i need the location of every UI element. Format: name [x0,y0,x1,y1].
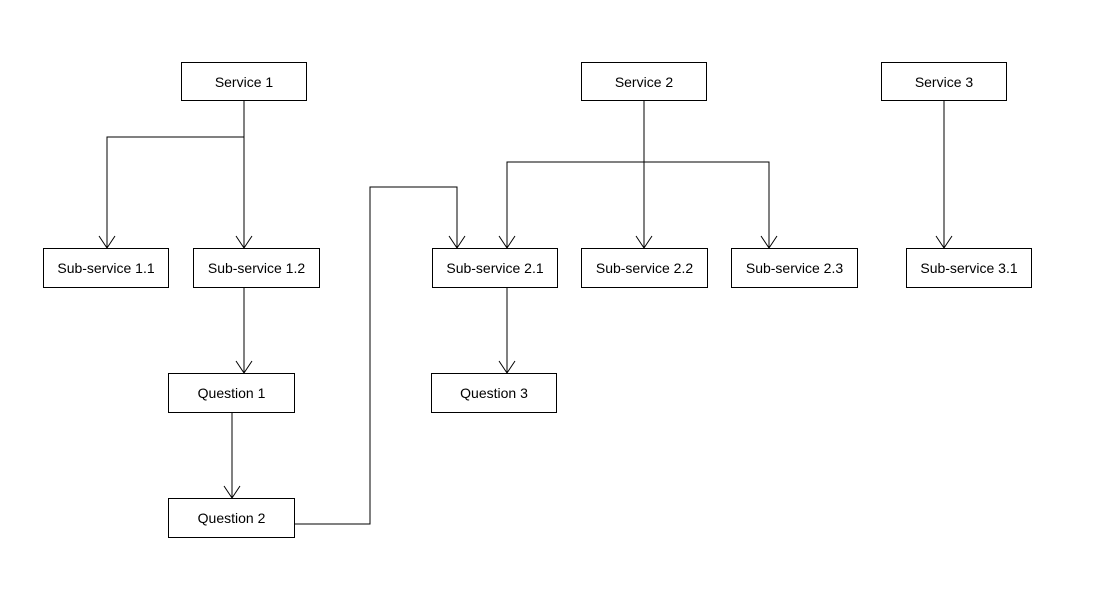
edge-service1-sub11 [106,100,245,248]
node-sub-service-2-3[interactable]: Sub-service 2.3 [731,248,858,288]
node-sub-service-1-1[interactable]: Sub-service 1.1 [43,248,169,288]
node-service-1[interactable]: Service 1 [181,62,307,101]
node-question-1[interactable]: Question 1 [168,373,295,413]
edge-service2-sub21 [506,161,644,248]
node-sub-service-3-1[interactable]: Sub-service 3.1 [906,248,1032,288]
node-question-3[interactable]: Question 3 [431,373,557,413]
node-sub-service-1-2[interactable]: Sub-service 1.2 [193,248,320,288]
edge-question2-sub21 [295,186,458,525]
node-service-2[interactable]: Service 2 [581,62,707,101]
node-sub-service-2-1[interactable]: Sub-service 2.1 [432,248,558,288]
edge-service2-sub23 [644,161,770,248]
node-sub-service-2-2[interactable]: Sub-service 2.2 [581,248,708,288]
node-question-2[interactable]: Question 2 [168,498,295,538]
node-service-3[interactable]: Service 3 [881,62,1007,101]
